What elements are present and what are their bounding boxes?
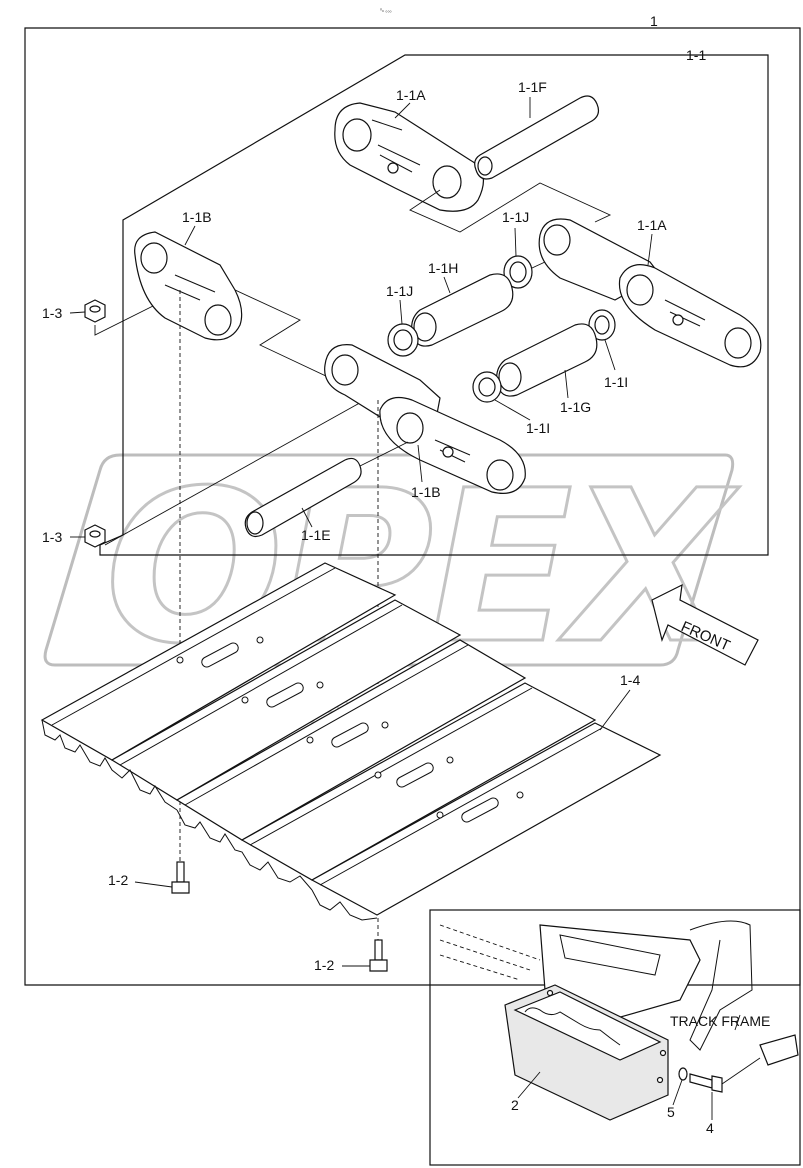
label-nut-top: 1-3 bbox=[42, 305, 62, 321]
inset-track-frame bbox=[439, 920, 799, 1066]
label-link-b-bottom: 1-1B bbox=[411, 484, 441, 500]
bolt-1-2-bottom bbox=[369, 939, 388, 972]
label-pin-f: 1-1F bbox=[518, 79, 547, 95]
label-link-b-top: 1-1B bbox=[182, 209, 212, 225]
label-bushing-g: 1-1G bbox=[560, 399, 591, 415]
bushing-1-1g bbox=[496, 323, 598, 397]
track-shoe-1-4 bbox=[40, 562, 662, 921]
pin-1-1f bbox=[474, 95, 600, 180]
nut-1-3-bottom bbox=[84, 524, 106, 548]
inset-frame bbox=[429, 909, 801, 1166]
label-nut-bottom: 1-3 bbox=[42, 529, 62, 545]
label-link-a-top: 1-1A bbox=[396, 87, 426, 103]
label-washer: 5 bbox=[667, 1104, 675, 1120]
label-assembly: 1 bbox=[650, 13, 658, 29]
label-spacer-i-left: 1-1I bbox=[526, 420, 550, 436]
tiny-mark: ⁰ₙ ₀₀₀ bbox=[380, 8, 392, 14]
link-1-1b-lower bbox=[324, 344, 526, 494]
link-1-1a-top bbox=[334, 102, 485, 212]
label-bolt-bottom: 1-2 bbox=[314, 957, 334, 973]
link-1-1a-right bbox=[538, 218, 762, 368]
label-link-assy: 1-1 bbox=[686, 47, 706, 63]
label-track-frame: TRACK FRAME bbox=[670, 1013, 770, 1029]
label-seal-j-left: 1-1J bbox=[386, 283, 413, 299]
seal-1-1j-left bbox=[387, 323, 419, 357]
nut-1-3-top bbox=[84, 299, 106, 323]
bolt-4 bbox=[689, 1073, 723, 1093]
label-bolt-guard: 4 bbox=[706, 1120, 714, 1136]
label-guard: 2 bbox=[511, 1097, 519, 1113]
bolt-1-2-left bbox=[171, 861, 190, 894]
seal-1-1j-right bbox=[503, 255, 533, 289]
label-spacer-i-right: 1-1I bbox=[604, 374, 628, 390]
spacer-1-1i-left bbox=[472, 371, 502, 403]
washer-5 bbox=[678, 1067, 688, 1081]
label-seal-j-right: 1-1J bbox=[502, 209, 529, 225]
label-bolt-left: 1-2 bbox=[108, 872, 128, 888]
guard-2 bbox=[504, 984, 669, 1121]
link-assembly-frame bbox=[99, 54, 769, 556]
assembly-frame bbox=[24, 27, 801, 986]
bushing-1-1h bbox=[411, 273, 514, 347]
label-pin-e: 1-1E bbox=[301, 527, 331, 543]
pin-1-1e bbox=[244, 457, 362, 538]
label-bushing-h: 1-1H bbox=[428, 260, 458, 276]
link-1-1b-top bbox=[134, 231, 243, 341]
label-shoe: 1-4 bbox=[620, 672, 640, 688]
spacer-1-1i-right bbox=[588, 309, 616, 341]
label-link-a-right: 1-1A bbox=[637, 217, 667, 233]
